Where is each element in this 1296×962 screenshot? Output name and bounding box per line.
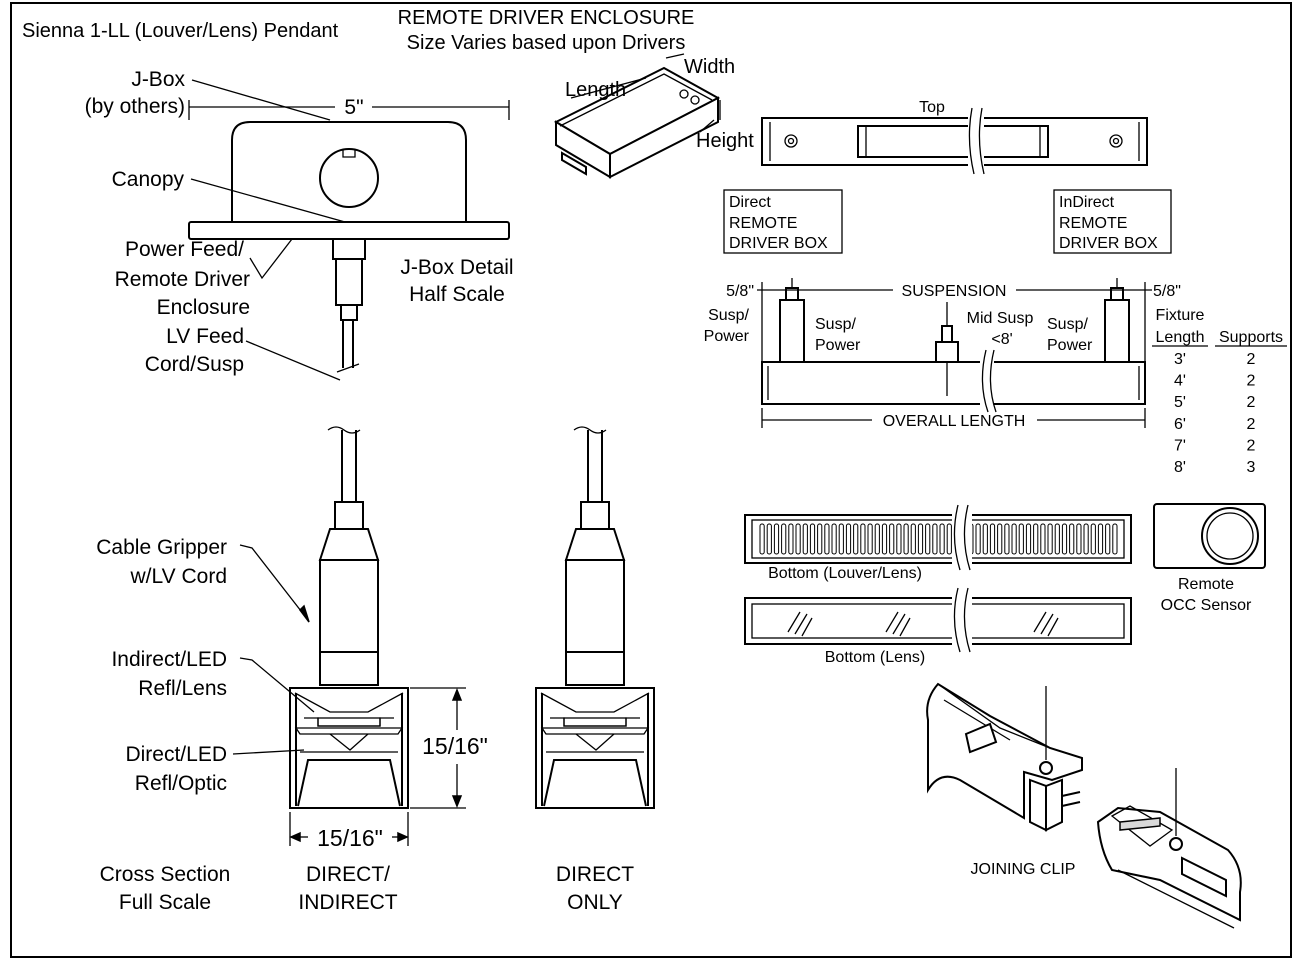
power-feed-label: Power Feed/ — [125, 238, 244, 261]
bottom-lens-view — [744, 587, 1132, 653]
indirect-box-line-3: DRIVER BOX — [1059, 235, 1158, 252]
table-row-supports: 2 — [1247, 416, 1256, 433]
indirect-led-label: Indirect/LED — [111, 648, 227, 671]
table-row-supports: 2 — [1247, 437, 1256, 454]
jbox-detail-scale: Half Scale — [409, 283, 505, 306]
jbox-label: J-Box — [131, 68, 185, 91]
remote-driver-label: Remote Driver — [115, 268, 250, 291]
susp-right-dim: 5/8" — [1153, 283, 1181, 300]
mid-susp-label: Mid Susp — [967, 310, 1034, 327]
indirect-box-line-2: REMOTE — [1059, 215, 1127, 232]
top-view-fixture — [761, 107, 1148, 175]
direct-led-label: Direct/LED — [125, 743, 227, 766]
direct-indirect-label-1: DIRECT/ — [306, 863, 390, 886]
susp-power-inner-1: Susp/ — [815, 316, 856, 333]
table-header-length: Length — [1156, 329, 1205, 346]
cross-section-scale-2: Full Scale — [119, 891, 211, 914]
suspension-title: SUSPENSION — [902, 283, 1007, 300]
enclosure-label: Enclosure — [157, 296, 250, 319]
cable-gripper-label: Cable Gripper — [96, 536, 227, 559]
top-view-label: Top — [919, 99, 945, 116]
sheet-title: Sienna 1-LL (Louver/Lens) Pendant — [22, 20, 339, 42]
lv-cord-label: w/LV Cord — [130, 565, 227, 588]
enclosure-title: REMOTE DRIVER ENCLOSURE — [398, 7, 695, 29]
direct-box-line-3: DRIVER BOX — [729, 235, 828, 252]
refl-lens-label: Refl/Lens — [138, 677, 227, 700]
sheet-border — [10, 2, 1292, 958]
jbox-detail: 5" — [188, 79, 510, 381]
direct-indirect-label-2: INDIRECT — [298, 891, 397, 914]
table-row-supports: 2 — [1247, 351, 1256, 368]
bottom-lens-label: Bottom (Lens) — [825, 649, 925, 666]
direct-box-line-1: Direct — [729, 194, 771, 211]
direct-only-label-1: DIRECT — [556, 863, 634, 886]
mid-susp-limit: <8' — [991, 331, 1012, 348]
canopy-label: Canopy — [112, 168, 185, 191]
enclosure-width-label: Width — [684, 56, 735, 78]
table-row-supports: 2 — [1247, 394, 1256, 411]
overall-length-label: OVERALL LENGTH — [883, 413, 1026, 430]
sensor-label-2: OCC Sensor — [1161, 597, 1252, 614]
table-header-supports: Supports — [1219, 329, 1283, 346]
direct-box-line-2: REMOTE — [729, 215, 797, 232]
table-row-supports: 3 — [1247, 459, 1256, 476]
suspension-elevation — [757, 278, 1152, 428]
susp-power-left-1: Susp/ — [708, 307, 749, 324]
susp-power-left-2: Power — [704, 328, 750, 345]
joining-clip-drawing — [926, 682, 1242, 929]
occ-sensor — [1153, 503, 1266, 569]
lv-feed-label: LV Feed — [166, 325, 244, 348]
table-rows: 3' 2 4' 2 5' 2 6' 2 7' 2 8' 3 — [1174, 351, 1256, 476]
cross-section-direct-indirect — [232, 426, 466, 846]
table-header-fixture: Fixture — [1156, 307, 1205, 324]
jbox-by-others: (by others) — [85, 95, 185, 118]
table-row-length: 6' — [1174, 416, 1186, 433]
remote-driver-box-iso — [553, 53, 721, 179]
table-row-length: 3' — [1174, 351, 1186, 368]
susp-left-dim: 5/8" — [726, 283, 754, 300]
indirect-box-line-1: InDirect — [1059, 194, 1115, 211]
enclosure-height-label: Height — [696, 130, 754, 152]
table-row-length: 8' — [1174, 459, 1186, 476]
susp-power-inner-2: Power — [815, 337, 861, 354]
table-row-length: 4' — [1174, 373, 1186, 390]
susp-power-right-2: Power — [1047, 337, 1093, 354]
cross-section-scale-1: Cross Section — [100, 863, 231, 886]
width-dim-label: 15/16" — [317, 825, 383, 851]
jbox-detail-title: J-Box Detail — [400, 256, 513, 279]
table-row-length: 7' — [1174, 437, 1186, 454]
bottom-louver-label: Bottom (Louver/Lens) — [768, 565, 922, 582]
height-dim-label: 15/16" — [422, 733, 488, 759]
direct-only-label-2: ONLY — [567, 891, 623, 914]
enclosure-subtitle: Size Varies based upon Drivers — [407, 32, 686, 54]
cross-section-direct-only — [535, 426, 655, 809]
cord-susp-label: Cord/Susp — [145, 353, 244, 376]
sensor-label-1: Remote — [1178, 576, 1234, 593]
jbox-width-dim: 5" — [344, 96, 363, 119]
joining-clip-label: JOINING CLIP — [971, 861, 1076, 878]
enclosure-length-label: Length — [565, 79, 626, 101]
indirect-driver-box — [1053, 189, 1172, 254]
bottom-louver-view — [744, 504, 1132, 571]
direct-driver-box — [723, 189, 843, 254]
refl-optic-label: Refl/Optic — [135, 772, 227, 795]
table-row-supports: 2 — [1247, 373, 1256, 390]
susp-power-right-1: Susp/ — [1047, 316, 1088, 333]
supports-table: Fixture Length Supports 3' 2 4' 2 5' 2 6' 2 7' 2 8… — [1152, 307, 1287, 476]
table-row-length: 5' — [1174, 394, 1186, 411]
